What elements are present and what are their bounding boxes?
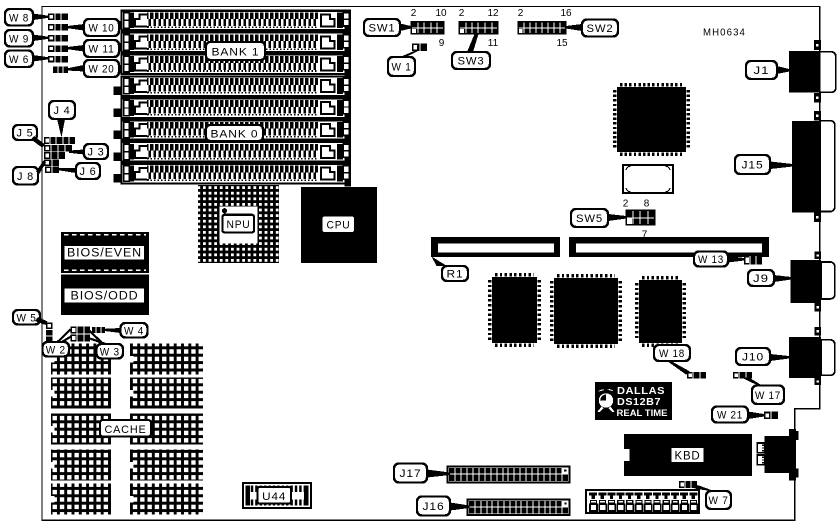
svg-text:J 3: J 3 xyxy=(88,147,105,159)
svg-text:16: 16 xyxy=(560,8,572,19)
svg-text:SW2: SW2 xyxy=(587,23,614,35)
svg-text:BIOS/EVEN: BIOS/EVEN xyxy=(67,248,142,260)
svg-text:W 3: W 3 xyxy=(100,346,120,358)
svg-text:2: 2 xyxy=(459,8,465,19)
svg-text:SW5: SW5 xyxy=(576,213,603,225)
svg-text:8: 8 xyxy=(644,199,650,210)
svg-text:J 6: J 6 xyxy=(80,166,97,178)
svg-text:2: 2 xyxy=(411,8,417,19)
svg-text:2: 2 xyxy=(518,8,524,19)
svg-text:11: 11 xyxy=(488,38,499,49)
svg-text:SW1: SW1 xyxy=(369,23,396,35)
svg-text:KBD: KBD xyxy=(675,451,701,463)
svg-text:W 8: W 8 xyxy=(9,12,29,24)
svg-text:BANK 1: BANK 1 xyxy=(212,47,260,59)
svg-text:W 9: W 9 xyxy=(9,33,29,45)
svg-text:J 8: J 8 xyxy=(17,171,34,183)
svg-text:SW3: SW3 xyxy=(458,56,485,68)
svg-text:9: 9 xyxy=(439,38,445,49)
svg-text:U44: U44 xyxy=(262,491,286,503)
svg-text:12: 12 xyxy=(487,8,499,19)
svg-text:NPU: NPU xyxy=(227,219,251,231)
svg-text:REAL TIME: REAL TIME xyxy=(617,408,668,419)
svg-text:BIOS/ODD: BIOS/ODD xyxy=(71,291,139,303)
svg-text:R1: R1 xyxy=(447,269,464,281)
svg-text:W 7: W 7 xyxy=(709,495,729,507)
svg-text:W 20: W 20 xyxy=(89,64,115,76)
svg-text:W 13: W 13 xyxy=(698,254,724,266)
svg-text:W 6: W 6 xyxy=(9,54,29,66)
svg-text:J 5: J 5 xyxy=(17,128,34,140)
svg-text:2: 2 xyxy=(623,199,629,210)
svg-text:7: 7 xyxy=(642,230,648,241)
svg-text:15: 15 xyxy=(556,38,568,49)
svg-text:MH0634: MH0634 xyxy=(703,27,746,39)
svg-text:10: 10 xyxy=(435,8,447,19)
svg-text:CACHE: CACHE xyxy=(105,424,147,436)
svg-text:DS12B7: DS12B7 xyxy=(617,397,661,408)
svg-text:DALLAS: DALLAS xyxy=(617,385,665,397)
svg-text:W 18: W 18 xyxy=(659,348,685,360)
svg-text:CPU: CPU xyxy=(327,220,351,232)
svg-text:J1: J1 xyxy=(754,65,770,77)
svg-text:J15: J15 xyxy=(742,160,764,172)
svg-text:BANK 0: BANK 0 xyxy=(211,129,259,141)
svg-text:J 4: J 4 xyxy=(54,105,71,117)
svg-text:W 17: W 17 xyxy=(755,390,781,402)
svg-text:W 10: W 10 xyxy=(89,23,115,35)
svg-text:W 4: W 4 xyxy=(124,325,144,337)
svg-text:W 1: W 1 xyxy=(392,62,412,74)
svg-text:J10: J10 xyxy=(742,352,764,364)
svg-text:J9: J9 xyxy=(753,273,769,285)
svg-text:J16: J16 xyxy=(423,501,445,513)
svg-text:W 21: W 21 xyxy=(717,410,743,422)
svg-text:W 2: W 2 xyxy=(46,344,66,356)
svg-text:J17: J17 xyxy=(400,468,422,480)
svg-text:W 5: W 5 xyxy=(17,312,37,324)
svg-text:W 11: W 11 xyxy=(89,44,115,56)
